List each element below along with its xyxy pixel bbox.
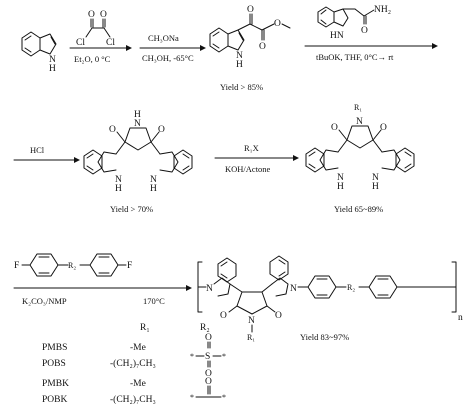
- table-row-name-pmbs: PMBS: [42, 343, 67, 353]
- step4-yield: Yield > 70%: [110, 204, 153, 214]
- table-header-r1: R₁: [140, 323, 150, 333]
- oxalyl-cl-left-label: Cl: [76, 38, 85, 48]
- oxalyl-cl-right-label: Cl: [106, 38, 115, 48]
- polymer-o-left-label: O: [220, 311, 227, 321]
- step2-condition-above: CH₃ONa: [148, 33, 179, 43]
- ketone-star-left: *: [190, 393, 194, 402]
- polymer-subscript-n: n: [458, 313, 463, 323]
- alkyl-nh-left-label: N: [337, 173, 344, 183]
- alkyl-h-left-label: H: [337, 182, 344, 192]
- acetamide-nh2-label: NH₂: [374, 5, 391, 15]
- bim-h-right-label: H: [150, 184, 157, 194]
- step3-condition: tBuOK, THF, 0°C→ rt: [316, 52, 394, 62]
- table-row-r1-pmbk: -Me: [130, 379, 146, 389]
- oxalyl-o2-label: O: [100, 10, 107, 20]
- arrow-step-3: tBuOK, THF, 0°C→ rt: [304, 43, 438, 62]
- ketone-o-label: O: [205, 377, 212, 387]
- arrow-step-1: Et₂O, 0 °C: [69, 45, 132, 64]
- polymer-repeat-unit: n N O O N R₁ N R₂: [197, 255, 463, 342]
- table-row-name-pobs: POBS: [42, 359, 66, 369]
- indole-h-label: H: [49, 64, 56, 74]
- bim-o-right-label: O: [158, 125, 165, 135]
- oxalyl-chloride-reagent: O O Cl Cl: [76, 10, 115, 48]
- bim-h-left-label: H: [115, 184, 122, 194]
- step2-yield: Yield > 85%: [220, 82, 263, 92]
- glyoxylate-o1-label: O: [247, 5, 254, 15]
- bim-imide-n-label: N: [134, 119, 141, 129]
- monomer-f-left-label: F: [14, 261, 19, 271]
- difluoro-monomer: F R₂ F: [14, 253, 132, 277]
- arrow-step-4: HCl: [13, 145, 80, 163]
- ketone-star-right: *: [222, 393, 226, 402]
- table-row-name-pobk: POBK: [42, 395, 67, 405]
- alkyl-r1-label: R₁: [354, 103, 362, 112]
- arrow-step-6: K₂CO₃/NMP 170°C: [13, 285, 192, 306]
- indole-n-label: N: [49, 55, 56, 65]
- alkyl-o-left-label: O: [331, 123, 338, 133]
- monomer-r2-label: R₂: [68, 261, 76, 270]
- polymer-r1-label: R₁: [247, 333, 255, 342]
- step6-yield: Yield 83~97%: [300, 332, 349, 342]
- polymer-o-right-label: O: [275, 311, 282, 321]
- polymer-n-left-label: N: [206, 284, 213, 294]
- bim-o-left-label: O: [109, 125, 116, 135]
- bim-imide-h-label: H: [134, 110, 141, 120]
- step6-condition-left: K₂CO₃/NMP: [22, 296, 67, 306]
- bim-nh-left-label: N: [115, 175, 122, 185]
- step6-condition-right: 170°C: [143, 296, 165, 306]
- alkyl-nh-right-label: N: [372, 173, 379, 183]
- glyoxylate-o3-label: O: [274, 19, 281, 29]
- sulfone-o-top-label: O: [205, 333, 212, 343]
- step5-reagent-above: R₁X: [244, 143, 259, 153]
- alkyl-o-right-label: O: [380, 123, 387, 133]
- table-header-r2: R₂: [200, 323, 210, 333]
- table-row-name-pmbk: PMBK: [42, 379, 69, 389]
- step5-reagent-below: KOH/Actone: [225, 164, 271, 174]
- alkyl-h-right-label: H: [372, 182, 379, 192]
- sulfone-o-bottom-label: O: [205, 369, 212, 379]
- alkyl-imide-n-label: N: [356, 117, 363, 127]
- n-alkyl-bisindolylmaleimide: N R₁ O O N H N H: [305, 103, 415, 192]
- table-row-r1-pobs: -(CH₂)₇CH₃: [110, 358, 156, 369]
- bim-nh-right-label: N: [150, 175, 157, 185]
- step2-condition-below: CH₃OH, -65°C: [142, 53, 194, 63]
- oxalyl-o1-label: O: [88, 10, 95, 20]
- glyoxylate-n-label: N: [236, 51, 243, 61]
- glyoxylate-h-label: H: [236, 60, 243, 70]
- polymer-imide-n-label: N: [248, 316, 255, 326]
- step5-yield: Yield 65~89%: [334, 204, 383, 214]
- table-row-r1-pobk: -(CH₂)₇CH₃: [110, 394, 156, 405]
- sulfone-s-label: S: [205, 352, 210, 362]
- step1-condition: Et₂O, 0 °C: [74, 54, 111, 64]
- glyoxylate-o2-label: O: [259, 42, 266, 52]
- indole-starting-material: N H: [21, 31, 57, 74]
- sulfone-star-left: *: [190, 352, 194, 361]
- arrow-step-2: CH₃ONa CH₃OH, -65°C: [139, 33, 206, 63]
- acetamide-hn-label: HN: [330, 31, 344, 41]
- arrow-step-5: R₁X KOH/Actone: [214, 143, 299, 174]
- bisindolylmaleimide-product: N H O O N H N H: [83, 110, 193, 194]
- acetamide-o-label: O: [361, 26, 368, 36]
- table-row-r1-pmbs: -Me: [130, 343, 146, 353]
- substituent-table: R₁ R₂ PMBS -Me POBS -(CH₂)₇CH₃ PMBK -Me …: [42, 323, 226, 405]
- sulfone-star-right: *: [222, 352, 226, 361]
- polymer-n-right-label: N: [290, 284, 297, 294]
- step4-reagent: HCl: [30, 145, 45, 155]
- indolylglyoxylate-product: N H O O O: [209, 5, 291, 70]
- polymer-r2-label: R₂: [347, 283, 355, 292]
- indole-3-acetamide-reagent: HN O NH₂: [317, 5, 391, 41]
- monomer-f-right-label: F: [127, 261, 132, 271]
